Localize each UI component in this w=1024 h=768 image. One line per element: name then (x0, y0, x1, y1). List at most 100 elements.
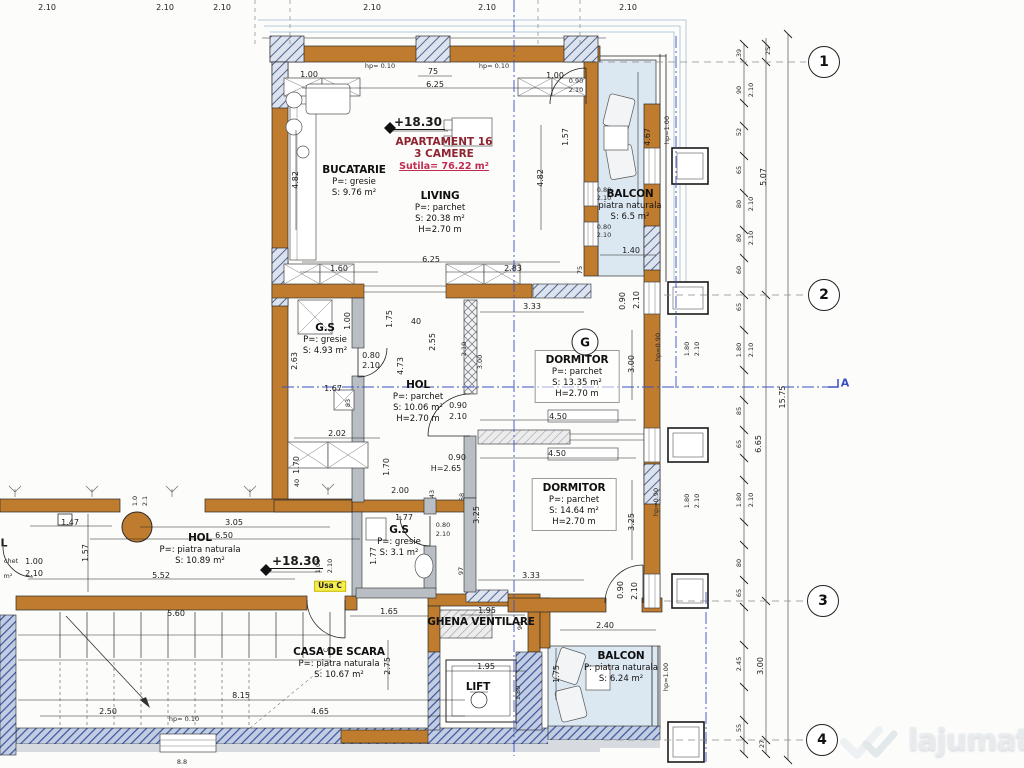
dimension-label: 1.75 (385, 310, 394, 328)
room-label: BALCON piatra naturala S: 6.5 m² (598, 188, 661, 222)
dimension-label: 27 (757, 739, 766, 749)
dimension-label: +18.30 (390, 116, 446, 130)
dimension-label: 1.95 (477, 662, 495, 671)
grid-bubble: 4 (806, 724, 838, 756)
dimension-label: 3.00 (627, 355, 636, 373)
room-area: S: 14.64 m² (549, 506, 599, 516)
dimension-label: 2.10 (630, 582, 639, 600)
dimension-label: 2.45 (734, 656, 743, 672)
slab-outline (258, 19, 687, 304)
watermark-logo-icon (840, 726, 898, 759)
dimension-label: 2.83 (504, 264, 522, 273)
dimension-label: 2.10 (746, 492, 755, 508)
apartment-number: APARTAMENT 16 (395, 136, 493, 148)
dimension-label: 1.80 (682, 493, 691, 509)
dimension-label: 2.75 (383, 657, 392, 675)
dimension-label: 1.70 (382, 458, 391, 476)
dimension-label: 1.60 (330, 264, 348, 273)
room-name: DORMITOR (542, 482, 606, 494)
dimension-label: hp= 0.10 (168, 714, 200, 723)
dimension-label: 15.75 (778, 385, 787, 409)
dimension-label: 2.02 (328, 429, 346, 438)
room-floor-finish: P=: gresie (332, 177, 376, 187)
dimension-label: 8.8 (176, 757, 188, 766)
outer-walls (0, 35, 663, 653)
dimension-label: 4.82 (291, 171, 300, 189)
dimension-label: 1.80 (734, 492, 743, 508)
room-name: BUCATARIE (322, 164, 386, 176)
room-name: CASA DE SCARA (293, 646, 385, 658)
dimension-label: hp= 0.10 (478, 61, 510, 70)
dimension-label: 1.00 (546, 71, 564, 80)
vent-glyphs (8, 483, 335, 497)
room-area: S: 6.5 m² (610, 212, 650, 222)
dimension-label: 4.67 (643, 128, 652, 146)
dimension-label: 65 (734, 302, 743, 312)
room-floor-finish: P=: parchet (414, 203, 466, 213)
dimension-label: 2.10 (632, 291, 641, 309)
dimension-label: 80 (734, 558, 743, 568)
dimension-label: 2.63 (290, 352, 299, 370)
dimension-label: 0.80 (596, 185, 612, 194)
dimension-label: 2.10 (746, 82, 755, 98)
dimension-label: 1.65 (380, 607, 398, 616)
room-name: HOL (188, 532, 212, 544)
dimension-label: 6.65 (754, 435, 763, 453)
dimension-label: 1.95 (478, 606, 496, 615)
dimension-label: 2.10 (568, 85, 584, 94)
room-label: G.S P=: gresie S: 4.93 m² (303, 322, 347, 356)
dimension-label: 55 (734, 723, 743, 733)
dimension-label: 5.60 (167, 609, 185, 618)
room-label: DORMITOR P=: parchet S: 14.64 m² H=2.70 … (531, 478, 617, 531)
dimension-label: 40 (292, 478, 301, 488)
dimension-label: 65 (734, 165, 743, 175)
grid-bubble: 2 (808, 279, 840, 311)
dimension-label: 4.82 (536, 169, 545, 187)
room-name: HOL (406, 379, 430, 391)
dimension-label: 65 (734, 439, 743, 449)
dimension-label: 2.10 (596, 193, 612, 202)
dimension-label: 1.67 (324, 384, 342, 393)
windows (159, 77, 661, 753)
dimension-label: 2.10 (363, 3, 381, 12)
room-floor-finish: P=: piatra naturala (159, 545, 241, 555)
watermark: lajumate .ro (836, 716, 1024, 764)
dimension-label: hp=0.90 (653, 332, 662, 362)
dimension-label: H=2.65 (430, 464, 462, 473)
dimension-label: 3.00 (756, 657, 765, 675)
dimension-label: 3.05 (225, 518, 243, 527)
room-name: G.S (389, 524, 409, 536)
room-label: BALCON P: piatra naturala S: 6.24 m² (584, 650, 658, 684)
dimension-label: chet (3, 556, 19, 565)
dimension-label: 85 (734, 406, 743, 416)
room-floor-finish: P=: parchet (551, 367, 603, 377)
room-floor-finish: P: piatra naturala (584, 663, 658, 673)
dimension-label: 3.25 (472, 506, 481, 524)
room-area: S: 20.38 m² (415, 214, 465, 224)
room-name: LIFT (465, 681, 491, 693)
dimension-label: 2.1 (140, 495, 149, 507)
dimension-label: 3.00 (475, 354, 484, 370)
room-floor-finish: P=: parchet (392, 392, 444, 402)
dimension-label: 1.00 (300, 70, 318, 79)
dimension-label: 4.73 (396, 357, 405, 375)
dimension-label: 2.10 (362, 361, 380, 370)
dimension-label: 1.00 (313, 558, 322, 574)
dimension-label: 1.40 (622, 246, 640, 255)
room-area: S: 13.35 m² (552, 378, 602, 388)
room-label: DORMITOR P=: parchet S: 13.35 m² H=2.70 … (534, 350, 620, 403)
room-area: S: 3.1 m² (379, 548, 419, 558)
dimension-label: 2.50 (99, 707, 117, 716)
dimension-label: 1.75 (552, 665, 561, 683)
room-name: BALCON (606, 188, 654, 200)
dimension-label: 2.40 (596, 621, 614, 630)
room-name: G.S (315, 322, 335, 334)
doors (2, 67, 644, 639)
dimension-label: 0.90 (568, 76, 584, 85)
dimension-label: L (0, 536, 8, 550)
dimension-label: 2.10 (746, 342, 755, 358)
room-label: BUCATARIE P=: gresie S: 9.76 m² (322, 164, 386, 198)
dimension-label: 39 (734, 48, 743, 58)
